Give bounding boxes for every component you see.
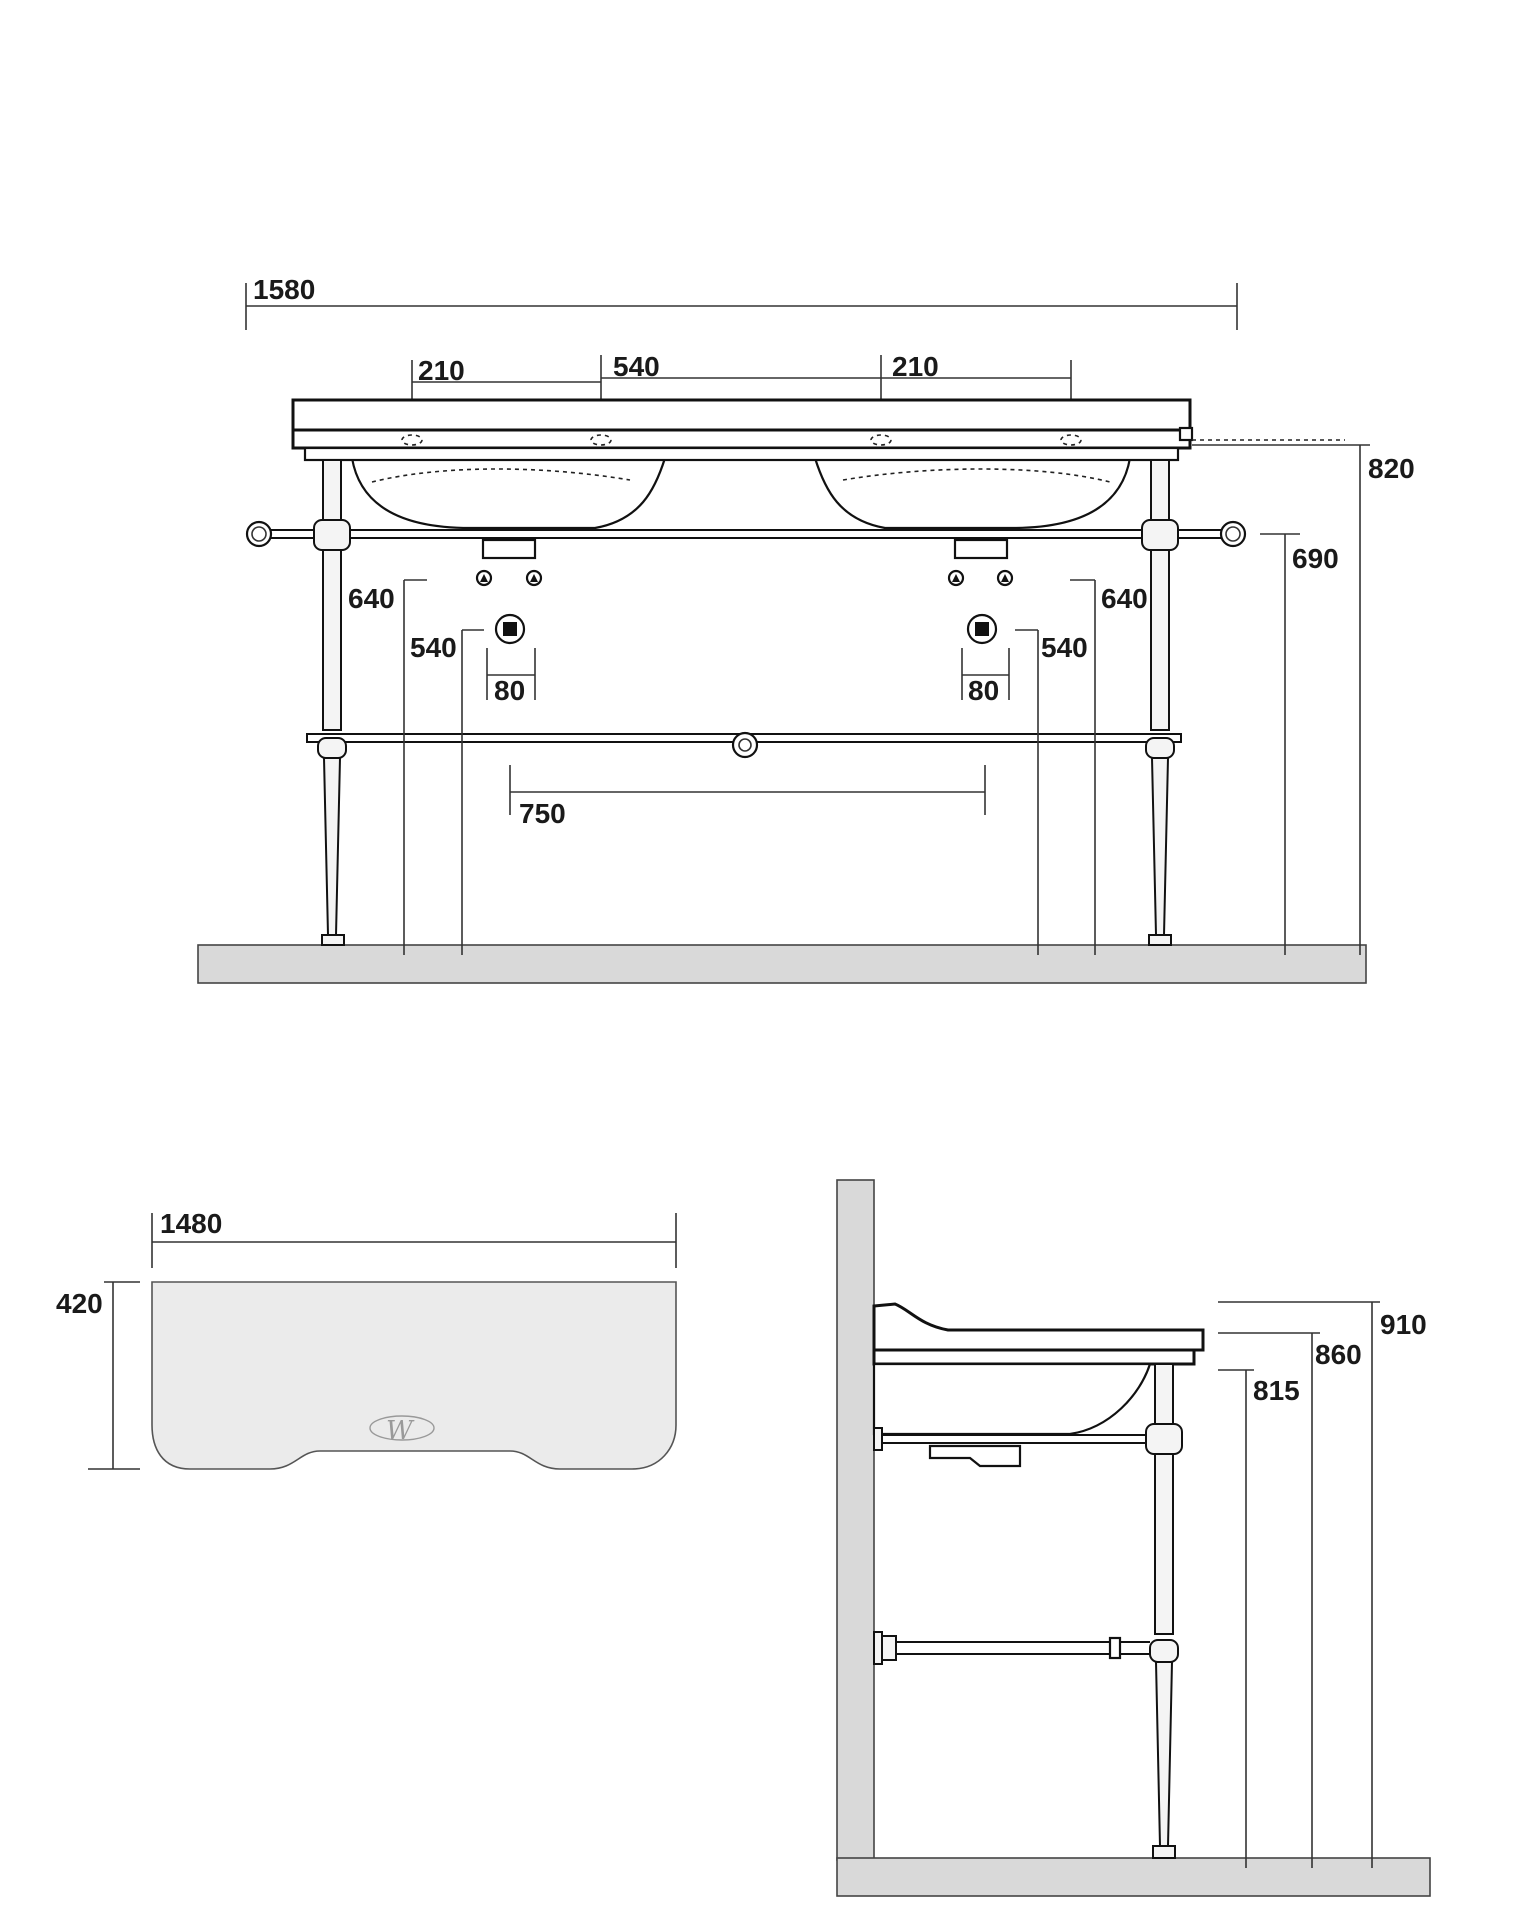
dim-right-640: 640 [1070,579,1148,955]
dim-label-540-right: 540 [1041,632,1088,663]
dim-left-540: 540 [410,629,484,955]
dim-top-depth-420: 420 [56,1281,140,1470]
dim-label-640-left: 640 [348,583,395,614]
right-waste-bracket [953,538,1009,560]
side-floor [836,1857,1431,1897]
brand-logo-letter: W [386,1416,415,1446]
right-bowl [813,456,1132,530]
dim-label-1480: 1480 [160,1208,222,1239]
dim-label-860: 860 [1315,1339,1362,1370]
top-view-basin-outline [151,1281,677,1470]
dim-height-820: 820 [1192,444,1415,955]
front-floor [197,944,1367,984]
front-left-leg [313,459,351,946]
basin-top [291,398,1345,462]
dim-label-640-right: 640 [1101,583,1148,614]
dim-side-815: 815 [1218,1369,1300,1868]
left-waste-bracket [481,538,537,560]
dim-label-750: 750 [519,798,566,829]
dim-label-820: 820 [1368,453,1415,484]
side-lower-shelf [873,1631,1150,1665]
dim-overall-width: 1580 [245,274,1238,330]
side-upper-rail [873,1427,1150,1468]
dim-label-690: 690 [1292,543,1339,574]
dim-label-210-left: 210 [418,355,465,386]
dim-right-80: 80 [961,648,1010,706]
dim-label-540-top: 540 [613,351,660,382]
side-view: 910 860 815 [836,1179,1431,1897]
front-view: 1580 210 540 210 [197,274,1415,984]
right-supply-markers [947,569,1014,587]
dim-right-540: 540 [1015,629,1088,955]
front-right-leg [1141,459,1179,946]
top-view: 1480 420 W [56,1208,677,1470]
dim-label-210-right: 210 [892,351,939,382]
lower-shelf-rail [306,731,1182,759]
side-wall [836,1179,875,1861]
dim-label-80-left: 80 [494,675,525,706]
dim-waste-spacing-750: 750 [509,765,986,829]
upper-towel-rail [245,520,1247,548]
dim-top-width-1480: 1480 [151,1208,677,1268]
brand-logo: W [369,1415,435,1446]
right-waste-outlet [966,613,998,645]
dim-side-860: 860 [1218,1332,1362,1868]
dim-side-910: 910 [1218,1301,1427,1868]
side-leg [1145,1363,1183,1859]
dim-left-640: 640 [348,579,427,955]
dim-label-1580: 1580 [253,274,315,305]
left-supply-markers [475,569,543,587]
dim-label-910: 910 [1380,1309,1427,1340]
side-basin-profile [872,1302,1205,1436]
dim-left-80: 80 [486,648,536,706]
dim-label-540-left: 540 [410,632,457,663]
left-waste-outlet [494,613,526,645]
dim-label-80-right: 80 [968,675,999,706]
dim-tap-holes: 210 540 210 [411,351,1072,440]
dim-label-815: 815 [1253,1375,1300,1406]
dim-label-420: 420 [56,1288,103,1319]
dim-height-690: 690 [1260,533,1339,955]
left-bowl [350,456,667,530]
